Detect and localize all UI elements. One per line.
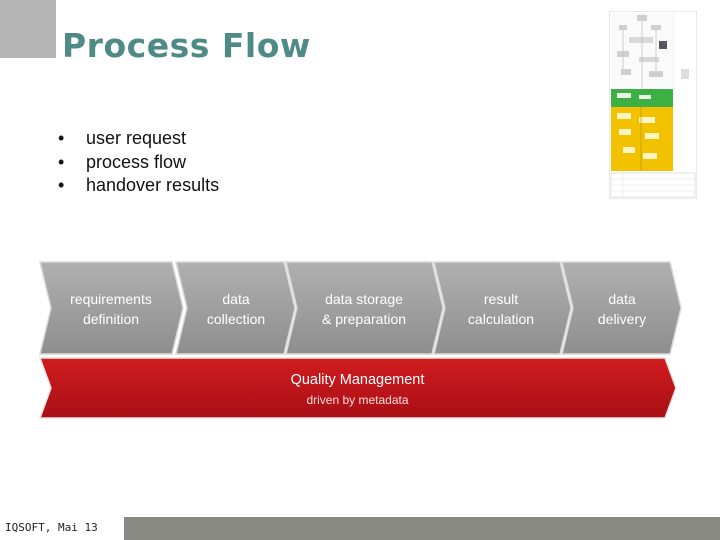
footer-bar: IQSOFT, Mai 13 — [0, 517, 720, 540]
bullet-symbol: • — [58, 175, 65, 195]
corner-decoration — [0, 0, 56, 58]
step-label-delivery: data delivery — [597, 291, 647, 327]
bullet-symbol: • — [58, 128, 65, 148]
step-label-storage: data storage & preparation — [321, 291, 407, 327]
process-step-4-shape — [433, 261, 572, 355]
step-label-collection: data collection — [206, 291, 266, 327]
process-diagram-thumbnail — [609, 11, 697, 199]
bullet-symbol: • — [58, 151, 65, 172]
quality-title: Quality Management — [290, 372, 425, 388]
bullet-item: • handover results — [58, 174, 219, 198]
quality-subtitle: driven by metadata — [306, 393, 409, 407]
step-label-calculation: result calculation — [467, 291, 535, 327]
quality-banner-shape — [38, 357, 677, 419]
process-step-5-shape — [561, 261, 682, 355]
step-label-requirements: requirements definition — [70, 291, 152, 327]
bullet-list: • user request • process flow • handover re… — [58, 127, 219, 198]
page-title: Process Flow — [62, 26, 311, 65]
bullet-item: • user request — [58, 127, 219, 151]
footer-label-box: IQSOFT, Mai 13 — [0, 517, 124, 540]
process-step-1-shape — [39, 261, 184, 355]
bullet-item: • process flow — [58, 151, 219, 175]
bullet-text: user request — [86, 128, 187, 148]
footer-text: IQSOFT, Mai 13 — [5, 521, 98, 534]
process-step-2-shape — [175, 261, 296, 355]
bullet-text: handover results — [86, 175, 220, 195]
process-step-3-shape — [285, 261, 444, 355]
bullet-text: process flow — [86, 151, 187, 172]
